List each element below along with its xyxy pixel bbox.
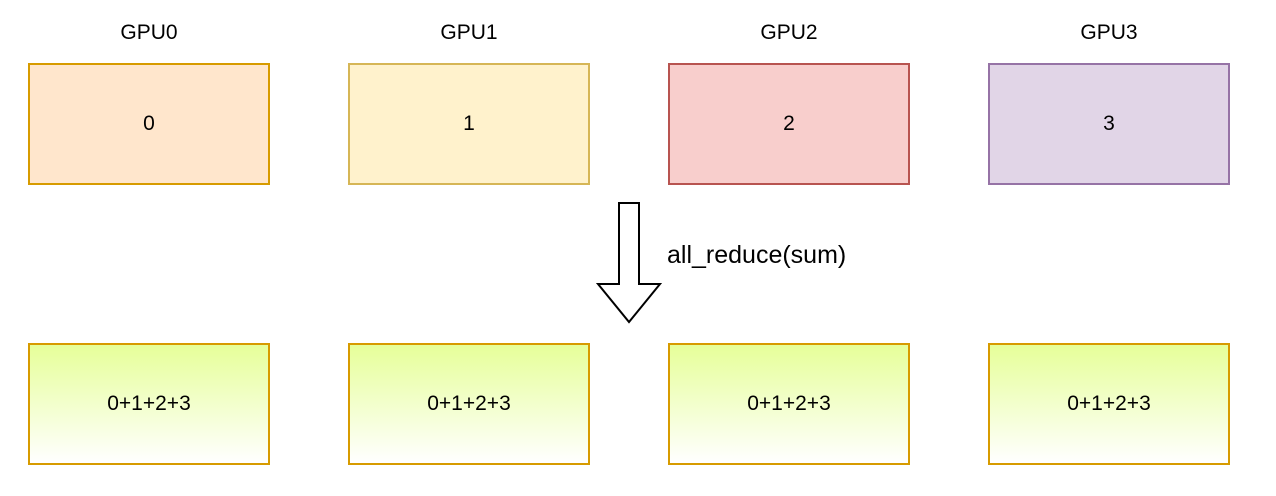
down-arrow-icon — [596, 202, 662, 324]
gpu3-result-value: 0+1+2+3 — [1067, 392, 1151, 415]
down-arrow-shape — [596, 202, 662, 324]
gpu0-input-value: 0 — [143, 112, 155, 135]
gpu3-label: GPU3 — [1080, 21, 1138, 44]
gpu2-result-value: 0+1+2+3 — [747, 392, 831, 415]
gpu2-input-value: 2 — [783, 112, 795, 135]
gpu0-result-box: 0+1+2+3 — [28, 343, 270, 465]
gpu0-result-value: 0+1+2+3 — [107, 392, 191, 415]
gpu1-input-box: 1 — [348, 63, 590, 185]
gpu1-label: GPU1 — [440, 21, 498, 44]
gpu2-input-box: 2 — [668, 63, 910, 185]
gpu0-input-box: 0 — [28, 63, 270, 185]
gpu3-result-box: 0+1+2+3 — [988, 343, 1230, 465]
gpu3-input-value: 3 — [1103, 112, 1115, 135]
gpu2-result-box: 0+1+2+3 — [668, 343, 910, 465]
operation-label: all_reduce(sum) — [667, 241, 847, 269]
gpu2-label: GPU2 — [760, 21, 818, 44]
gpu0-label: GPU0 — [120, 21, 178, 44]
gpu1-result-box: 0+1+2+3 — [348, 343, 590, 465]
gpu1-input-value: 1 — [463, 112, 475, 135]
gpu3-input-box: 3 — [988, 63, 1230, 185]
gpu1-result-value: 0+1+2+3 — [427, 392, 511, 415]
